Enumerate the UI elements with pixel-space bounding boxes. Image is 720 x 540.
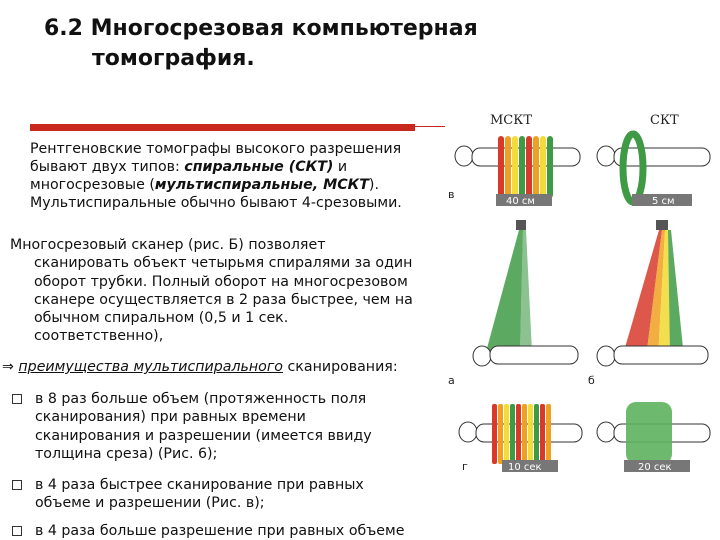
- patient-figure: [472, 345, 579, 367]
- dim-label-10s: 10 сек: [508, 462, 542, 473]
- skt-ring: [619, 130, 647, 206]
- para-line: оборот трубки. Полный оборот на многосре…: [34, 273, 408, 290]
- letter-v: в: [448, 188, 454, 201]
- ct-comparison-figure: МСКТ СКТ 40 см в 5 см а б: [448, 113, 711, 473]
- dim-bar-40: [496, 194, 552, 206]
- msct-helix-rings-long: [492, 404, 551, 464]
- intro-line: Рентгеновские томографы высокого разреше…: [30, 141, 402, 157]
- arrow-icon: ⇒: [2, 359, 14, 375]
- bullet-item: в 4 раза больше разрешение при равных об…: [12, 522, 442, 540]
- dim-label-20s: 20 сек: [638, 462, 672, 473]
- label-msct: МСКТ: [490, 113, 532, 128]
- para-line: сканере осуществляется в 2 раза быстрее,…: [34, 291, 413, 308]
- para-line: обычном спиральном (0,5 и 1 сек.: [34, 310, 289, 327]
- title-underline-thin: [415, 126, 445, 127]
- title-underline-bar: [30, 124, 415, 131]
- intro-line: Мультиспиральные обычно бывают 4-срезовы…: [30, 195, 402, 211]
- bullet-item: в 8 раз больше объем (протяженность поля…: [12, 390, 442, 463]
- title-line-2: томография.: [92, 46, 255, 71]
- skt-cylinder: [626, 402, 672, 464]
- square-bullet-icon: [12, 394, 22, 404]
- intro-line: бывают двух типов: спиральные (СКТ) и: [30, 159, 348, 175]
- bullet-item: в 4 раза быстрее сканирование при равных…: [12, 476, 442, 513]
- square-bullet-icon: [12, 480, 22, 490]
- xray-tube-icon: [516, 220, 526, 230]
- msct-helix-rings: [498, 136, 553, 198]
- para-line: соответственно),: [34, 328, 164, 345]
- advantages-underlined: преимущества мультиспирального: [18, 359, 283, 375]
- xray-tube-icon: [656, 220, 668, 230]
- single-beam-fan: [486, 230, 523, 352]
- patient-figure: [596, 145, 711, 167]
- label-skt: СКТ: [650, 113, 679, 128]
- letter-g: г: [462, 460, 468, 473]
- para-line: Многосрезовый сканер (рис. Б) позволяет: [10, 237, 326, 253]
- slide-title: 6.2 Многосрезовая компьютерная томографи…: [44, 14, 564, 74]
- dim-bar-20s: [624, 460, 690, 472]
- letter-b: б: [588, 374, 595, 387]
- advantages-heading: ⇒ преимущества мультиспирального сканиро…: [2, 359, 398, 375]
- multi-beam-fan: [622, 230, 662, 358]
- dim-label-5: 5 см: [652, 196, 675, 207]
- intro-text: Рентгеновские томографы высокого разреше…: [30, 140, 450, 212]
- para-line: сканировать объект четырьмя спиралями за…: [34, 255, 413, 272]
- dim-bar-10s: [502, 460, 558, 472]
- letter-a: а: [448, 374, 455, 387]
- scanner-paragraph: Многосрезовый сканер (рис. Б) позволяет …: [10, 236, 460, 346]
- square-bullet-icon: [12, 526, 22, 536]
- dim-bar-5: [632, 194, 692, 206]
- dim-label-40: 40 см: [506, 196, 535, 207]
- title-line-1: 6.2 Многосрезовая компьютерная: [44, 16, 478, 41]
- intro-line: многосрезовые (мультиспиральные, МСКТ).: [30, 177, 379, 193]
- patient-figure: [596, 345, 709, 367]
